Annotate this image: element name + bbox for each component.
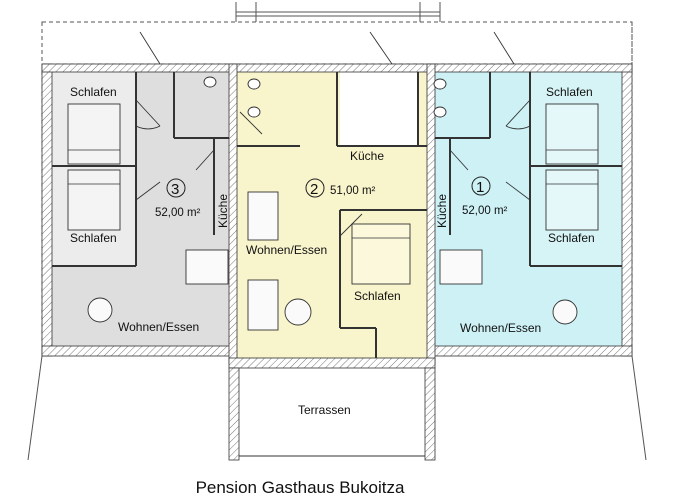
terrace-label: Terrassen	[298, 403, 351, 417]
dining-furniture	[87, 191, 578, 331]
apt2-number: 2	[310, 181, 318, 198]
bathroom-fixtures	[203, 76, 447, 118]
apt3-area: 52,00 m²	[155, 207, 201, 219]
apt1-number: 1	[476, 179, 484, 196]
apt3-number: 3	[171, 181, 179, 198]
apt3-kueche: Küche	[216, 194, 230, 228]
apt2-schlafen: Schlafen	[354, 289, 401, 303]
apt3-schlafen-top: Schlafen	[70, 85, 117, 99]
apt1-schlafen-top: Schlafen	[546, 85, 593, 99]
beds	[67, 103, 599, 285]
apt2-area: 51,00 m²	[330, 185, 376, 197]
apt2-wohnen: Wohnen/Essen	[246, 243, 327, 257]
apt1-kueche: Küche	[435, 194, 449, 228]
top-stair	[235, 2, 441, 22]
terrace	[228, 357, 436, 461]
plan-title: Pension Gasthaus Bukoitza	[195, 478, 405, 497]
apt1-schlafen-bottom: Schlafen	[548, 231, 595, 245]
apt3-wohnen: Wohnen/Essen	[118, 320, 199, 334]
door-swings	[135, 31, 531, 237]
courtyard	[340, 72, 418, 146]
apt1-area: 52,00 m²	[462, 205, 508, 217]
interior-walls	[52, 72, 622, 358]
apt2-kueche: Küche	[350, 149, 384, 163]
unit-number-markers	[166, 176, 491, 198]
outer-walls	[41, 63, 633, 365]
apt3-schlafen-bottom: Schlafen	[70, 231, 117, 245]
apt1-wohnen: Wohnen/Essen	[460, 321, 541, 335]
